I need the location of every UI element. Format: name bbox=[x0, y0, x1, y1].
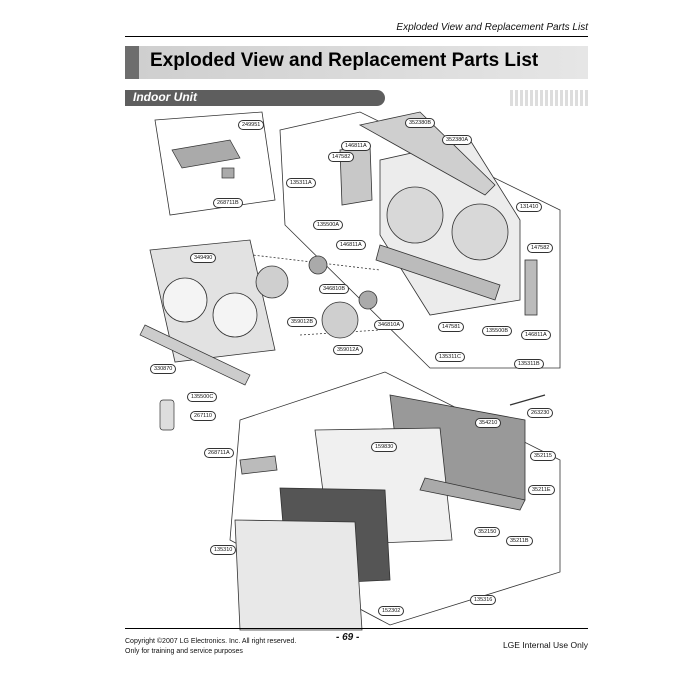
front-panel bbox=[234, 519, 363, 631]
part-label-359012b: 359012B bbox=[287, 317, 318, 327]
header-rule bbox=[125, 36, 588, 37]
part-label-152302: 152302 bbox=[378, 606, 405, 616]
part-label-135500a: 135500A bbox=[313, 220, 344, 230]
part-label-263230: 263230 bbox=[527, 408, 554, 418]
title-bar bbox=[125, 46, 588, 79]
footer-copyright: Copyright ©2007 LG Electronics. Inc. All… bbox=[125, 637, 296, 657]
page-number: - 69 - bbox=[336, 632, 360, 643]
part-label-267110: 267110 bbox=[190, 411, 216, 421]
page-title: Exploded View and Replacement Parts List bbox=[150, 50, 539, 71]
part-label-131410: 131410 bbox=[516, 202, 543, 212]
part-label-349490: 349490 bbox=[190, 253, 217, 263]
part-label-135310: 135310 bbox=[210, 545, 237, 555]
part-label-330870: 330870 bbox=[150, 364, 177, 374]
base-rail bbox=[419, 477, 526, 511]
rod-part bbox=[509, 394, 546, 406]
box-upper-right bbox=[279, 111, 561, 369]
part-label-359012a: 359012A bbox=[333, 345, 364, 355]
part-label-135311c: 135311C bbox=[435, 352, 465, 362]
running-header: Exploded View and Replacement Parts List bbox=[396, 22, 588, 33]
chassis-housing bbox=[339, 111, 538, 316]
part-label-159830: 159830 bbox=[371, 442, 398, 452]
box-top-left bbox=[154, 111, 276, 216]
drain-bar bbox=[139, 324, 251, 386]
part-label-354210: 354210 bbox=[475, 418, 502, 428]
part-label-352380a: 352380A bbox=[442, 135, 473, 145]
part-label-147582-2: 147582 bbox=[527, 243, 554, 253]
part-label-135311b: 135311B bbox=[514, 359, 544, 369]
part-label-146811a-3: 146811A bbox=[521, 330, 551, 340]
louver-strip bbox=[239, 455, 278, 475]
part-label-135316: 135316 bbox=[470, 595, 497, 605]
part-label-35211e: 35211E bbox=[528, 485, 555, 495]
part-label-352380b: 352380B bbox=[405, 118, 436, 128]
front-frame bbox=[149, 239, 276, 363]
part-label-35211b: 35211B bbox=[506, 536, 533, 546]
remote-control bbox=[159, 399, 175, 431]
part-label-146811a-2: 146811A bbox=[336, 240, 366, 250]
bracket-part bbox=[171, 139, 241, 179]
box-lower bbox=[229, 371, 561, 626]
decorative-stripes bbox=[510, 90, 588, 106]
internal-use-note: LGE Internal Use Only bbox=[502, 640, 588, 650]
fan-assembly bbox=[255, 255, 378, 339]
part-label-146811a-1: 146811A bbox=[341, 141, 371, 151]
part-label-135311a: 135311A bbox=[286, 178, 316, 188]
part-label-135500c: 135500C bbox=[187, 392, 218, 402]
part-label-268711b: 268711B bbox=[213, 198, 243, 208]
part-label-352115: 352115 bbox=[530, 451, 556, 461]
part-label-346810a: 346810A bbox=[374, 320, 405, 330]
training-note: Only for training and service purposes bbox=[125, 648, 243, 655]
footer-rule bbox=[125, 628, 588, 629]
part-label-346810b: 346810B bbox=[319, 284, 350, 294]
section-title: Indoor Unit bbox=[133, 90, 197, 104]
copyright-text: Copyright ©2007 LG Electronics. Inc. All… bbox=[125, 638, 297, 645]
section-bar bbox=[125, 90, 385, 106]
part-label-147581: 147581 bbox=[438, 322, 465, 332]
part-label-249951: 249951 bbox=[238, 120, 265, 130]
part-label-268711a: 268711A bbox=[204, 448, 234, 458]
part-label-135500b: 135500B bbox=[482, 326, 513, 336]
part-label-352150: 352150 bbox=[474, 527, 501, 537]
part-label-147582-1: 147582 bbox=[328, 152, 355, 162]
